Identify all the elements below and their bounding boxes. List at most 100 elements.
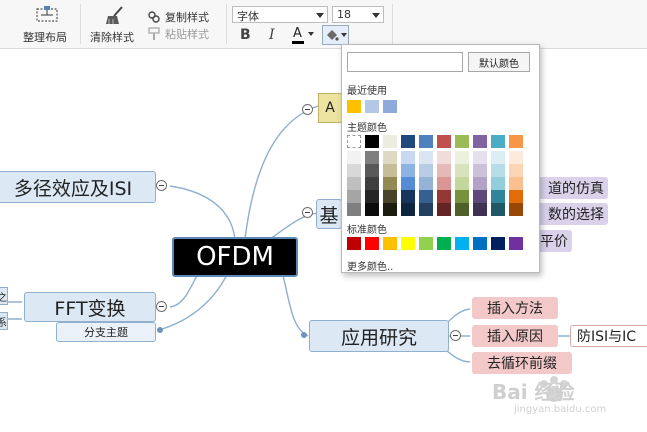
- color-swatch[interactable]: [365, 164, 379, 177]
- mindmap-node-left-edge-1[interactable]: 之: [0, 287, 8, 305]
- color-swatch[interactable]: [455, 203, 469, 216]
- color-swatch[interactable]: [455, 164, 469, 177]
- color-swatch[interactable]: [383, 151, 397, 164]
- color-swatch[interactable]: [419, 177, 433, 190]
- color-swatch[interactable]: [365, 190, 379, 203]
- color-swatch[interactable]: [509, 151, 523, 164]
- color-swatch[interactable]: [473, 190, 487, 203]
- bold-button[interactable]: B: [240, 27, 251, 43]
- color-swatch[interactable]: [437, 190, 451, 203]
- mindmap-node-insert-method[interactable]: 插入方法: [472, 297, 558, 319]
- color-swatch[interactable]: [509, 164, 523, 177]
- color-swatch[interactable]: [383, 203, 397, 216]
- color-swatch[interactable]: [437, 164, 451, 177]
- collapse-toggle-icon[interactable]: [302, 104, 313, 115]
- color-swatch[interactable]: [491, 237, 505, 250]
- color-swatch[interactable]: [473, 237, 487, 250]
- color-swatch[interactable]: [491, 151, 505, 164]
- collapse-toggle-icon[interactable]: [302, 207, 313, 218]
- mindmap-node-multipath[interactable]: 多径效应及ISI: [0, 171, 156, 203]
- color-swatch[interactable]: [347, 164, 361, 177]
- color-swatch[interactable]: [509, 203, 523, 216]
- collapse-toggle-icon[interactable]: [450, 330, 461, 341]
- color-swatch[interactable]: [491, 190, 505, 203]
- color-swatch[interactable]: [401, 135, 415, 148]
- color-swatch[interactable]: [473, 203, 487, 216]
- color-swatch[interactable]: [419, 190, 433, 203]
- color-swatch[interactable]: [509, 237, 523, 250]
- color-swatch[interactable]: [383, 100, 397, 113]
- font-family-select[interactable]: 字体: [232, 6, 328, 23]
- mindmap-node-cyclic-prefix[interactable]: 去循环前缀: [472, 352, 572, 374]
- mindmap-node-sim-partial[interactable]: 道的仿真: [520, 177, 608, 199]
- fill-color-button[interactable]: [322, 25, 349, 45]
- mindmap-node-partial-b[interactable]: 基: [316, 199, 342, 229]
- color-swatch[interactable]: [347, 203, 361, 216]
- color-swatch[interactable]: [365, 177, 379, 190]
- copy-style-button[interactable]: 复制样式: [147, 9, 209, 25]
- color-swatch[interactable]: [401, 190, 415, 203]
- color-swatch[interactable]: [491, 177, 505, 190]
- color-swatch[interactable]: [383, 177, 397, 190]
- mindmap-root-node[interactable]: OFDM: [172, 237, 298, 277]
- color-swatch[interactable]: [347, 237, 361, 250]
- color-swatch[interactable]: [347, 151, 361, 164]
- mindmap-node-application[interactable]: 应用研究: [309, 320, 449, 352]
- color-swatch[interactable]: [365, 237, 379, 250]
- color-swatch[interactable]: [491, 203, 505, 216]
- color-swatch[interactable]: [401, 203, 415, 216]
- default-color-button[interactable]: 默认颜色: [468, 52, 530, 72]
- color-swatch[interactable]: [383, 164, 397, 177]
- collapse-toggle-icon[interactable]: [156, 180, 167, 191]
- color-swatch[interactable]: [365, 203, 379, 216]
- color-swatch[interactable]: [365, 151, 379, 164]
- font-size-select[interactable]: 18: [332, 6, 384, 23]
- color-swatch[interactable]: [401, 151, 415, 164]
- color-swatch[interactable]: [491, 135, 505, 148]
- color-swatch[interactable]: [437, 203, 451, 216]
- color-swatch[interactable]: [437, 135, 451, 148]
- color-swatch[interactable]: [347, 135, 361, 148]
- mindmap-canvas[interactable]: A 多径效应及ISI 基 OFDM FFT变换 分支主题 之 系 应用研究 插入…: [0, 49, 647, 432]
- color-swatch[interactable]: [437, 151, 451, 164]
- color-swatch[interactable]: [347, 190, 361, 203]
- color-swatch[interactable]: [419, 164, 433, 177]
- mindmap-node-prevent-isi[interactable]: 防ISI与IC: [570, 325, 647, 347]
- mindmap-node-left-edge-2[interactable]: 系: [0, 312, 8, 330]
- color-swatch[interactable]: [437, 237, 451, 250]
- color-swatch[interactable]: [455, 151, 469, 164]
- color-swatch[interactable]: [419, 203, 433, 216]
- color-swatch[interactable]: [509, 177, 523, 190]
- color-swatch[interactable]: [383, 237, 397, 250]
- color-swatch[interactable]: [455, 177, 469, 190]
- color-swatch[interactable]: [473, 151, 487, 164]
- color-swatch[interactable]: [419, 237, 433, 250]
- paste-style-button[interactable]: 粘贴样式: [147, 26, 209, 42]
- color-swatch[interactable]: [455, 190, 469, 203]
- color-swatch[interactable]: [419, 135, 433, 148]
- mindmap-node-branch-topic[interactable]: 分支主题: [56, 322, 156, 342]
- color-swatch[interactable]: [347, 177, 361, 190]
- italic-button[interactable]: I: [269, 27, 275, 43]
- mindmap-node-partial-a[interactable]: A: [318, 93, 342, 123]
- color-swatch[interactable]: [419, 151, 433, 164]
- color-swatch[interactable]: [491, 164, 505, 177]
- color-swatch[interactable]: [401, 177, 415, 190]
- mindmap-node-insert-reason[interactable]: 插入原因: [472, 325, 558, 347]
- color-swatch[interactable]: [383, 190, 397, 203]
- color-swatch[interactable]: [365, 100, 379, 113]
- clear-style-button[interactable]: 清除样式: [88, 2, 142, 46]
- font-color-button[interactable]: A: [292, 26, 318, 44]
- color-swatch[interactable]: [473, 177, 487, 190]
- mindmap-node-select-partial[interactable]: 数的选择: [520, 203, 608, 225]
- more-colors-link[interactable]: 更多颜色..: [347, 262, 394, 273]
- hex-color-input[interactable]: [347, 52, 463, 72]
- color-swatch[interactable]: [473, 135, 487, 148]
- color-swatch[interactable]: [455, 135, 469, 148]
- color-swatch[interactable]: [437, 177, 451, 190]
- color-swatch[interactable]: [509, 190, 523, 203]
- color-swatch[interactable]: [365, 135, 379, 148]
- color-swatch[interactable]: [455, 237, 469, 250]
- collapse-toggle-icon[interactable]: [156, 301, 167, 312]
- color-swatch[interactable]: [347, 100, 361, 113]
